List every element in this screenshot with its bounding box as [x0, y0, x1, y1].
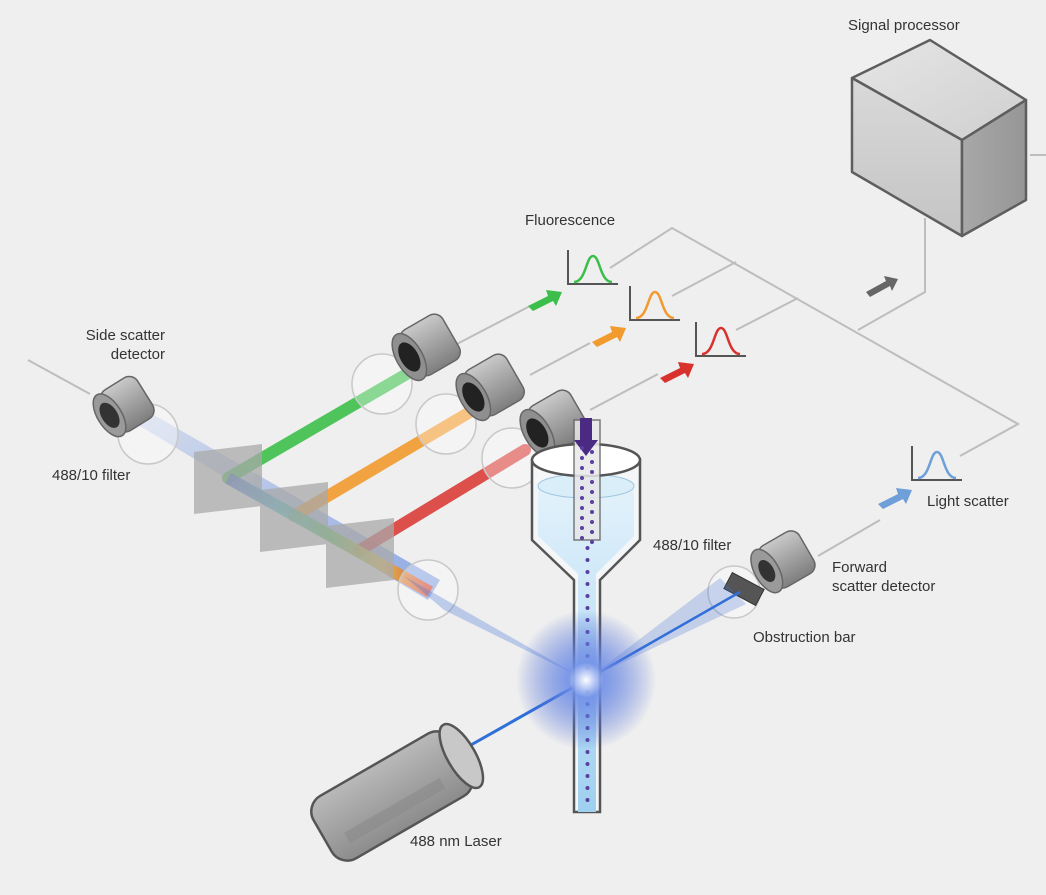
- particle-dot: [580, 446, 584, 450]
- particle-dot: [585, 786, 590, 790]
- light-scatter-label: Light scatter: [927, 493, 1009, 510]
- orange-signal-arrow-icon: [592, 326, 626, 347]
- dichroic-mirrors: [194, 444, 394, 588]
- particle-dot: [590, 450, 594, 454]
- particle-dot: [580, 516, 584, 520]
- particle-dot: [590, 520, 594, 524]
- green-signal-arrow-icon: [528, 290, 562, 311]
- signal-processor-box: [850, 38, 1028, 238]
- particle-dot: [580, 466, 584, 470]
- particle-dot: [590, 530, 594, 534]
- particle-dot: [585, 798, 590, 802]
- blue-signal-arrow-icon: [878, 488, 912, 509]
- side-scatter-detector-label: Side scatter detector: [40, 326, 165, 364]
- particle-dot: [580, 526, 584, 530]
- signal-wiring: [27, 154, 1046, 557]
- side-scatter-label-line1: Side scatter: [85, 327, 165, 344]
- particle-dot: [585, 762, 590, 766]
- particle-dot: [590, 490, 594, 494]
- orange-detector: [455, 353, 525, 422]
- histogram-blue-icon: [911, 446, 962, 481]
- particle-dot: [580, 486, 584, 490]
- sample-inlet-arrow-icon: [574, 418, 598, 456]
- laser-label: 488 nm Laser: [410, 833, 502, 850]
- side-scatter-detector: [92, 375, 155, 438]
- histogram-red-icon: [695, 322, 746, 357]
- particle-dot: [585, 546, 590, 550]
- particle-dot: [590, 500, 594, 504]
- forward-scatter-label-line2: scatter detector: [832, 578, 936, 595]
- signal-processor-label: Signal processor: [848, 17, 960, 34]
- histogram-orange-icon: [629, 286, 680, 321]
- particle-dot: [590, 460, 594, 464]
- side-scatter-label-line2: detector: [110, 346, 165, 363]
- forward-scatter-label-line1: Forward: [832, 559, 888, 576]
- light-burst: [516, 610, 656, 750]
- particle-dot: [585, 582, 590, 586]
- particle-dot: [580, 476, 584, 480]
- laser-body: [310, 722, 485, 862]
- right-filter-label: 488/10 filter: [653, 537, 732, 554]
- green-detector: [391, 313, 461, 382]
- particle-dot: [590, 510, 594, 514]
- particle-dot: [590, 470, 594, 474]
- fluorescence-label: Fluorescence: [525, 212, 616, 229]
- obstruction-bar-label: Obstruction bar: [753, 629, 856, 646]
- particle-dot: [590, 480, 594, 484]
- particle-dot: [580, 496, 584, 500]
- forward-scatter-detector: [750, 530, 816, 594]
- particle-dot: [585, 750, 590, 754]
- obstruction-bar: [723, 571, 765, 607]
- histogram-green-icon: [567, 250, 618, 285]
- particle-dot: [585, 558, 590, 562]
- particle-dot: [585, 594, 590, 598]
- red-detector: [519, 389, 589, 458]
- particle-dot: [580, 536, 584, 540]
- particle-dot: [585, 774, 590, 778]
- particle-dot: [585, 570, 590, 574]
- particle-dot: [585, 606, 590, 610]
- particle-dot: [580, 506, 584, 510]
- left-filter-label: 488/10 filter: [52, 467, 131, 484]
- forward-scatter-detector-label: Forward scatter detector: [832, 558, 935, 596]
- particle-dot: [590, 540, 594, 544]
- particle-dot: [580, 456, 584, 460]
- signal-arrow-icon: [866, 276, 898, 297]
- red-signal-arrow-icon: [660, 362, 694, 383]
